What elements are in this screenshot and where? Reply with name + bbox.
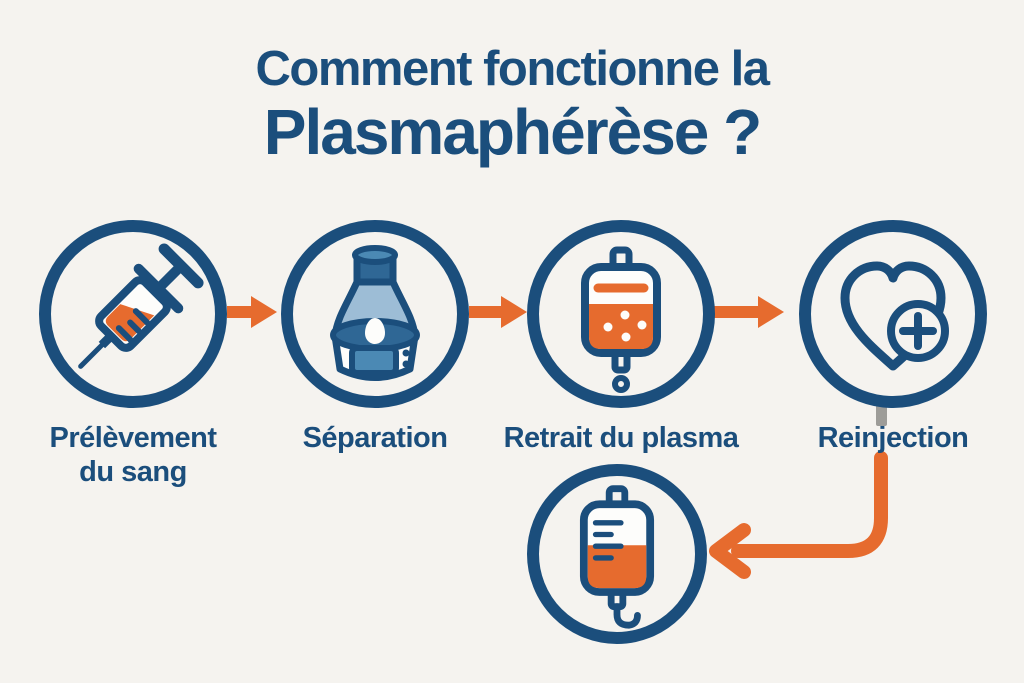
step-circle-blood-collection [39,220,227,408]
plasma-bag-icon [581,246,661,393]
syringe-icon [78,243,204,369]
iv-bag-icon [579,485,655,629]
heart-plus-icon [840,261,949,371]
step-circle-reinjection [799,220,987,408]
step-label-plasma-removal: Retrait du plasma [503,422,739,454]
flow-arrow-2 [469,296,527,328]
page-title: Comment fonctionne la Plasmaphérèse ? [0,40,1024,166]
loop-back-arrow [709,451,888,579]
step-label-separation: Séparation [302,422,448,454]
flow-arrow-1 [227,296,277,328]
final-circle-iv-bag [527,464,707,644]
title-line1: Comment fonctionne la [255,42,770,96]
centrifuge-icon [330,245,420,381]
step-label-blood-collection: Prélèvement du sang [49,422,218,488]
step-label-reinjection: Reinjection [817,422,969,454]
title-line2: Plasmaphérèse ? [263,96,763,168]
flow-arrow-3 [709,296,784,328]
step-circle-plasma-removal [527,220,715,408]
step-circle-separation [281,220,469,408]
